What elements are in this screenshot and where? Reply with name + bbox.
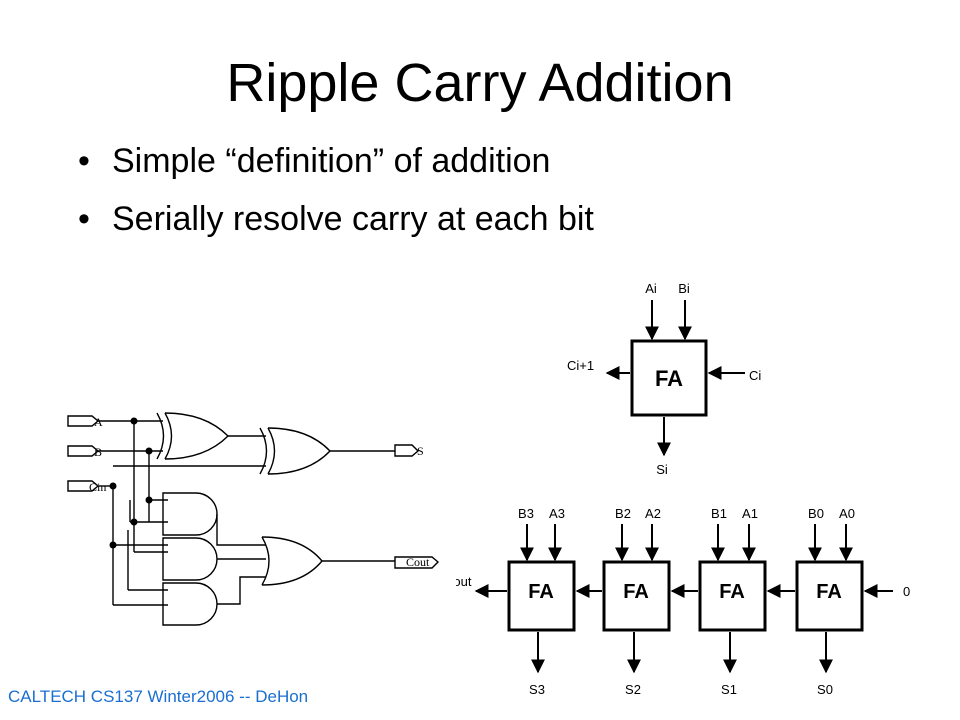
input-pin-cin — [67, 480, 100, 492]
svg-text:B1: B1 — [711, 506, 727, 521]
output-pin-s — [394, 444, 420, 457]
input-label-b: B — [94, 445, 102, 459]
input-label-a: A — [94, 415, 103, 429]
svg-text:S0: S0 — [817, 682, 833, 697]
slide-footer: CALTECH CS137 Winter2006 -- DeHon — [8, 687, 309, 706]
junction-dots — [109, 417, 153, 549]
xor-gate-1 — [156, 412, 229, 460]
and-gate-2 — [162, 537, 218, 581]
ripple-cell-2: FA B2 A2 S2 — [602, 506, 671, 697]
ripple-cell-0: FA B0 A0 S0 — [795, 506, 864, 697]
bullet-item: • Serially resolve carry at each bit — [78, 196, 594, 254]
svg-text:B2: B2 — [615, 506, 631, 521]
input-pin-b — [67, 445, 100, 457]
svg-text:S1: S1 — [721, 682, 737, 697]
output-pin-cout — [394, 556, 440, 569]
svg-text:A2: A2 — [645, 506, 661, 521]
bullet-text: Serially resolve carry at each bit — [112, 200, 594, 238]
fa-cell-diagram: FA Ai Bi Ci Ci+1 Si — [567, 281, 761, 477]
ripple-chain-diagram: FA B3 A3 S3 FA B2 A2 S2 FA B1 A1 S1 — [444, 506, 910, 697]
and-gate-3 — [162, 582, 218, 626]
bullet-list: • Simple “definition” of addition • Serial… — [78, 138, 594, 254]
svg-text:FA: FA — [816, 581, 842, 603]
input-pin-a — [67, 415, 100, 427]
fa-cell-box — [630, 339, 708, 417]
svg-text:S2: S2 — [625, 682, 641, 697]
svg-text:A1: A1 — [742, 506, 758, 521]
svg-text:B0: B0 — [808, 506, 824, 521]
ripple-cell-1: FA B1 A1 S1 — [698, 506, 767, 697]
ripple-cell-3: FA B3 A3 S3 — [507, 506, 576, 697]
input-label-cin: Cin — [89, 480, 106, 494]
fa-carry-in-label: Ci — [749, 368, 761, 383]
svg-text:A3: A3 — [549, 506, 565, 521]
fa-sum-label: Si — [656, 462, 668, 477]
gate-level-circuit — [67, 412, 440, 626]
label-clip-mask — [440, 570, 456, 594]
output-label-s: S — [417, 444, 424, 458]
fa-input-b-label: Bi — [678, 281, 690, 296]
output-label-cout: Cout — [406, 555, 430, 569]
ripple-carry-in-label: 0 — [903, 584, 910, 599]
bullet-text: Simple “definition” of addition — [112, 142, 551, 180]
bullet-dot-icon: • — [78, 142, 90, 180]
bullet-item: • Simple “definition” of addition — [78, 138, 594, 196]
svg-text:FA: FA — [623, 581, 649, 603]
fa-carry-out-label: Ci+1 — [567, 358, 594, 373]
bullet-dot-icon: • — [78, 200, 90, 238]
svg-text:FA: FA — [528, 581, 554, 603]
svg-text:A0: A0 — [839, 506, 855, 521]
svg-text:FA: FA — [719, 581, 745, 603]
xor-gate-2 — [259, 427, 331, 475]
or-gate — [261, 536, 323, 586]
svg-text:S3: S3 — [529, 682, 545, 697]
fa-input-a-label: Ai — [645, 281, 657, 296]
and-gate-1 — [162, 492, 218, 536]
slide-title: Ripple Carry Addition — [226, 53, 734, 113]
fa-cell-label: FA — [655, 366, 683, 391]
svg-text:B3: B3 — [518, 506, 534, 521]
